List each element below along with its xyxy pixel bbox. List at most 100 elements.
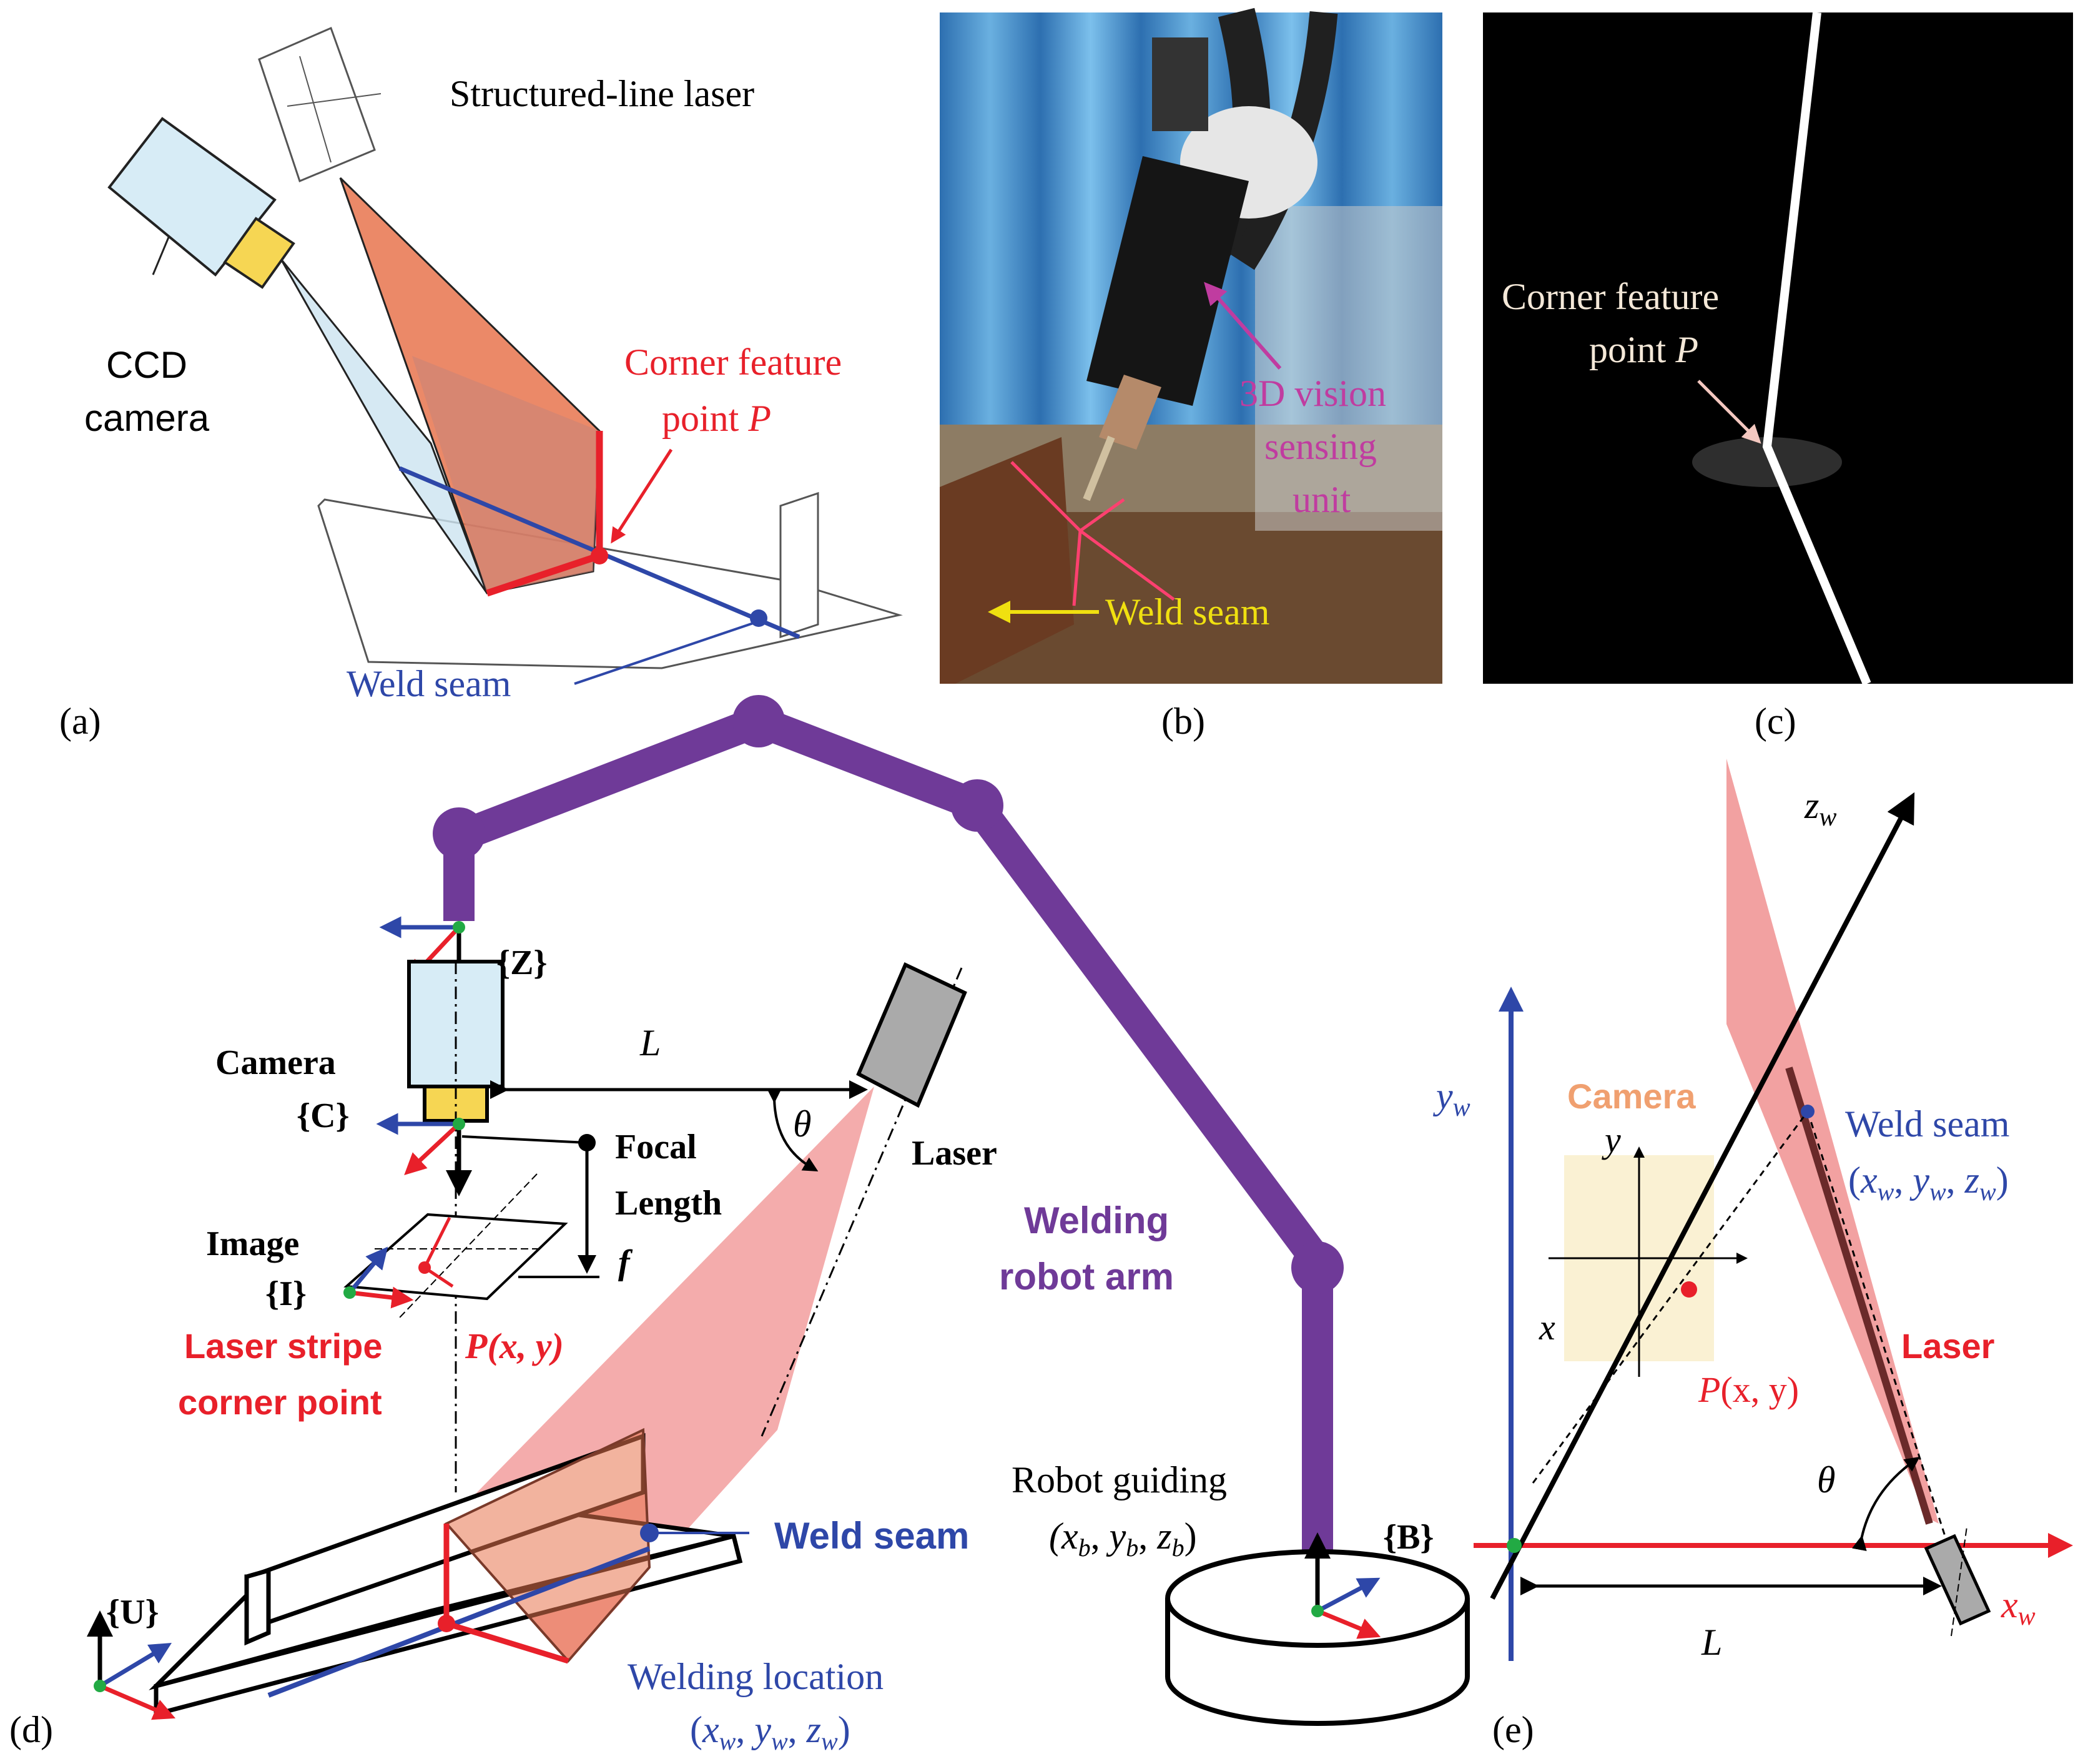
panel-b: 3D vision sensing unit Weld seam (b) (940, 7, 1442, 742)
photo-robot (1083, 7, 1338, 501)
panel-a: Structured-line laser CCD camera Corner … (59, 26, 903, 742)
distance-l: L (1701, 1622, 1722, 1663)
focal-label-f: f (618, 1243, 633, 1282)
camera-label: Camera (215, 1043, 336, 1082)
laser-plane-edge (1785, 1067, 1933, 1525)
focal-label-1: Focal (615, 1128, 697, 1166)
stripe-corner (438, 1615, 455, 1632)
u-frame-red (99, 1683, 176, 1720)
structured-line-laser (258, 26, 382, 183)
x-axis-label: xw (2001, 1584, 2036, 1631)
weld-seam (267, 1546, 651, 1698)
c-origin (453, 1118, 465, 1130)
base-frame-red (1316, 1609, 1381, 1639)
location-label: Welding location (628, 1656, 884, 1697)
origin (1507, 1538, 1522, 1553)
sensor-label-2: sensing (1264, 426, 1377, 467)
point-label: P(x, y) (1698, 1369, 1799, 1410)
corner-label-1: Corner feature (1502, 276, 1719, 317)
seam-point (640, 1524, 659, 1542)
laser-label: Structured-line laser (450, 73, 754, 114)
seam-label: Weld seam (774, 1515, 969, 1557)
seam-leader (574, 620, 759, 685)
panel-d: {Z} Camera {C} L θ Focal Length f Laser … (9, 695, 1470, 1755)
corner-point (591, 547, 608, 564)
panel-c: Corner feature point P (c) (1483, 12, 2073, 742)
vertical-plate (779, 491, 819, 639)
arm-label-2: robot arm (999, 1256, 1174, 1298)
distance-l: L (639, 1022, 661, 1063)
frame-c: {C} (297, 1096, 350, 1135)
y-axis-label: yw (1432, 1075, 1470, 1122)
laser-stripe-plane (444, 1427, 651, 1663)
laser-label: Laser (912, 1134, 997, 1173)
joint-1 (433, 807, 485, 860)
corner-arrow (611, 448, 673, 544)
c-frame-red (404, 1122, 461, 1175)
image-label: Image (206, 1224, 299, 1263)
laser-box (856, 962, 967, 1108)
joint-2 (732, 695, 785, 747)
theta-arc (766, 1088, 819, 1172)
camera-label: Camera (1567, 1077, 1696, 1116)
sensor-label-1: 3D vision (1239, 373, 1386, 414)
z-axis-label: zw (1804, 785, 1836, 832)
img-y-label: y (1602, 1120, 1621, 1160)
frame-u: {U} (106, 1593, 159, 1632)
joint-3 (951, 779, 1003, 832)
dash-ray (1532, 1111, 1809, 1484)
panel-label-d: (d) (9, 1709, 53, 1750)
location-coords: (xw, yw, zw) (690, 1709, 850, 1755)
laser-axis (1951, 1526, 1967, 1637)
frame-z: {Z} (496, 944, 547, 982)
photo-right-wall (1255, 206, 1442, 531)
corner-arrow (1697, 380, 1761, 444)
img-x-label: x (1539, 1307, 1555, 1348)
joint-4 (1291, 1241, 1344, 1294)
i-origin (343, 1286, 356, 1299)
panel-label-b: (b) (1161, 701, 1205, 742)
theta-label: θ (1817, 1459, 1835, 1500)
base-origin (1311, 1605, 1324, 1617)
z-origin (453, 921, 465, 934)
dash-laser (1806, 1111, 1946, 1537)
corner-label-1: Corner feature (624, 342, 842, 383)
corner-label-2: point P (662, 398, 771, 439)
photo-laser-lines (1010, 461, 1175, 606)
seam-label: Weld seam (1845, 1103, 2009, 1145)
frame-i: {I} (265, 1274, 307, 1313)
camera-label-2: camera (84, 397, 210, 439)
guiding-coords: (xb, yb, zb) (1049, 1515, 1197, 1562)
panel-label-a: (a) (59, 701, 101, 742)
i-frame-blue (348, 1246, 388, 1294)
stripe-label-2: corner point (178, 1382, 382, 1422)
z-axis (1490, 792, 1915, 1600)
frame-b: {B} (1383, 1518, 1434, 1557)
work-wall-side (244, 1567, 271, 1646)
seam-coords: (xw, yw, zw) (1848, 1160, 2009, 1206)
sensor-label-3: unit (1293, 479, 1351, 520)
focal-leader (461, 1135, 588, 1144)
ccd-camera (107, 117, 295, 289)
u-origin (94, 1680, 106, 1692)
image-point (418, 1261, 431, 1274)
stripe-label-1: Laser stripe (184, 1326, 383, 1366)
u-frame-blue (99, 1642, 172, 1688)
focal-label-2: Length (615, 1184, 722, 1223)
photo-plate (940, 437, 1074, 684)
panel-e: zw yw xw Camera y x Weld seam (xw, yw, z… (1432, 759, 2073, 1750)
seam-label: Weld seam (347, 663, 511, 704)
panel-label-e: (e) (1492, 1709, 1534, 1750)
panel-label-c: (c) (1755, 701, 1796, 742)
corner-label-2: point P (1589, 329, 1698, 370)
guiding-label: Robot guiding (1012, 1459, 1227, 1500)
theta-label: θ (793, 1103, 811, 1145)
stripe-line (1762, 12, 1871, 686)
point-label: P(x, y) (465, 1326, 564, 1366)
camera-label-1: CCD (106, 344, 187, 386)
stripe-glow (1692, 437, 1842, 487)
arm-label-1: Welding (1024, 1200, 1169, 1241)
laser-box (1924, 1534, 1991, 1626)
seam-point (1801, 1105, 1815, 1118)
